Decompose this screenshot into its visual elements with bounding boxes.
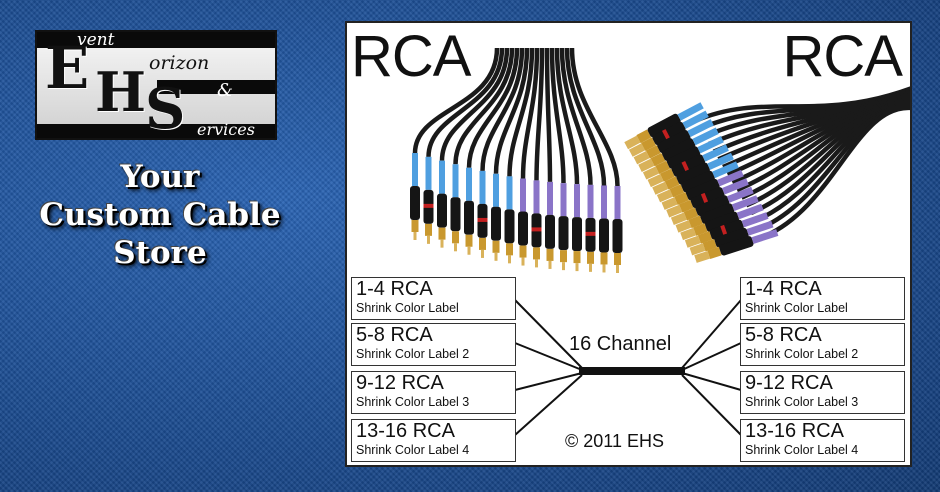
left-label-1: 1-4 RCA Shrink Color Label xyxy=(351,277,516,320)
left-cable xyxy=(518,47,540,266)
channel-count-label: 16 Channel xyxy=(569,333,672,355)
right-label-1-sub: Shrink Color Label xyxy=(745,301,848,315)
right-cable xyxy=(694,105,910,263)
left-label-2-title: 5-8 RCA xyxy=(356,324,433,346)
left-cable xyxy=(423,47,505,244)
logo-letter-e: E xyxy=(45,34,90,102)
right-label-2-sub: Shrink Color Label 2 xyxy=(745,347,859,361)
left-label-4: 13-16 RCA Shrink Color Label 4 xyxy=(351,419,516,462)
right-label-3-sub: Shrink Color Label 3 xyxy=(745,395,859,409)
left-label-2: 5-8 RCA Shrink Color Label 2 xyxy=(351,323,516,366)
snake-trunk xyxy=(579,367,685,375)
right-label-2: 5-8 RCA Shrink Color Label 2 xyxy=(740,323,905,366)
logo-word-ervices: ervices xyxy=(197,120,255,139)
left-label-1-sub: Shrink Color Label xyxy=(356,301,459,315)
right-connector-title: RCA xyxy=(782,24,903,89)
logo-word-orizon: orizon xyxy=(149,52,210,74)
left-label-1-title: 1-4 RCA xyxy=(356,278,433,300)
right-label-2-title: 5-8 RCA xyxy=(745,324,822,346)
tagline-line-1: Your xyxy=(120,159,200,195)
copyright-text: © 2011 EHS xyxy=(565,431,664,451)
right-label-4-title: 13-16 RCA xyxy=(745,420,844,442)
left-cable xyxy=(464,47,520,255)
tagline-line-3: Store xyxy=(113,235,207,271)
tagline-line-2: Custom Cable xyxy=(39,197,281,233)
left-cable xyxy=(531,47,545,268)
right-label-4-sub: Shrink Color Label 4 xyxy=(745,443,859,457)
left-cable xyxy=(491,47,530,261)
logo-letter-h: H xyxy=(95,60,147,124)
logo-band-bottom xyxy=(37,124,275,138)
right-label-4: 13-16 RCA Shrink Color Label 4 xyxy=(740,419,905,462)
tagline: Your Custom Cable Store xyxy=(20,158,300,272)
logo-word-vent: vent xyxy=(77,30,115,50)
left-cable xyxy=(437,47,510,248)
left-cable xyxy=(410,47,500,240)
left-cable xyxy=(549,47,569,271)
cable-illustration xyxy=(410,47,910,436)
left-label-2-sub: Shrink Color Label 2 xyxy=(356,347,470,361)
left-cable xyxy=(544,47,555,269)
left-label-4-title: 13-16 RCA xyxy=(356,420,455,442)
right-label-1-title: 1-4 RCA xyxy=(745,278,822,300)
logo-ampersand: & xyxy=(217,80,234,101)
right-label-3-title: 9-12 RCA xyxy=(745,372,833,394)
left-cable xyxy=(504,47,535,264)
breakout-diagram xyxy=(514,299,742,436)
product-panel: RCA RCA 1-4 RCA Shrink Color Label 5-8 R… xyxy=(345,21,912,467)
left-cable xyxy=(477,47,525,258)
right-label-1: 1-4 RCA Shrink Color Label xyxy=(740,277,905,320)
left-cable xyxy=(569,47,623,273)
right-cable-fan xyxy=(624,86,910,263)
left-cable-fan xyxy=(410,47,623,273)
left-label-3-sub: Shrink Color Label 3 xyxy=(356,395,470,409)
left-label-3-title: 9-12 RCA xyxy=(356,372,444,394)
left-cable xyxy=(554,47,582,272)
left-label-3: 9-12 RCA Shrink Color Label 3 xyxy=(351,371,516,414)
logo-letter-s: S xyxy=(145,76,186,140)
left-cable xyxy=(564,47,609,273)
logo-band-middle xyxy=(157,80,275,94)
left-cable xyxy=(559,47,596,272)
left-cable xyxy=(450,47,515,252)
left-label-4-sub: Shrink Color Label 4 xyxy=(356,443,470,457)
right-label-3: 9-12 RCA Shrink Color Label 3 xyxy=(740,371,905,414)
left-connector-title: RCA xyxy=(351,24,471,89)
ehs-logo: E H S vent orizon & ervices xyxy=(35,30,277,140)
logo-band-top xyxy=(37,32,275,48)
